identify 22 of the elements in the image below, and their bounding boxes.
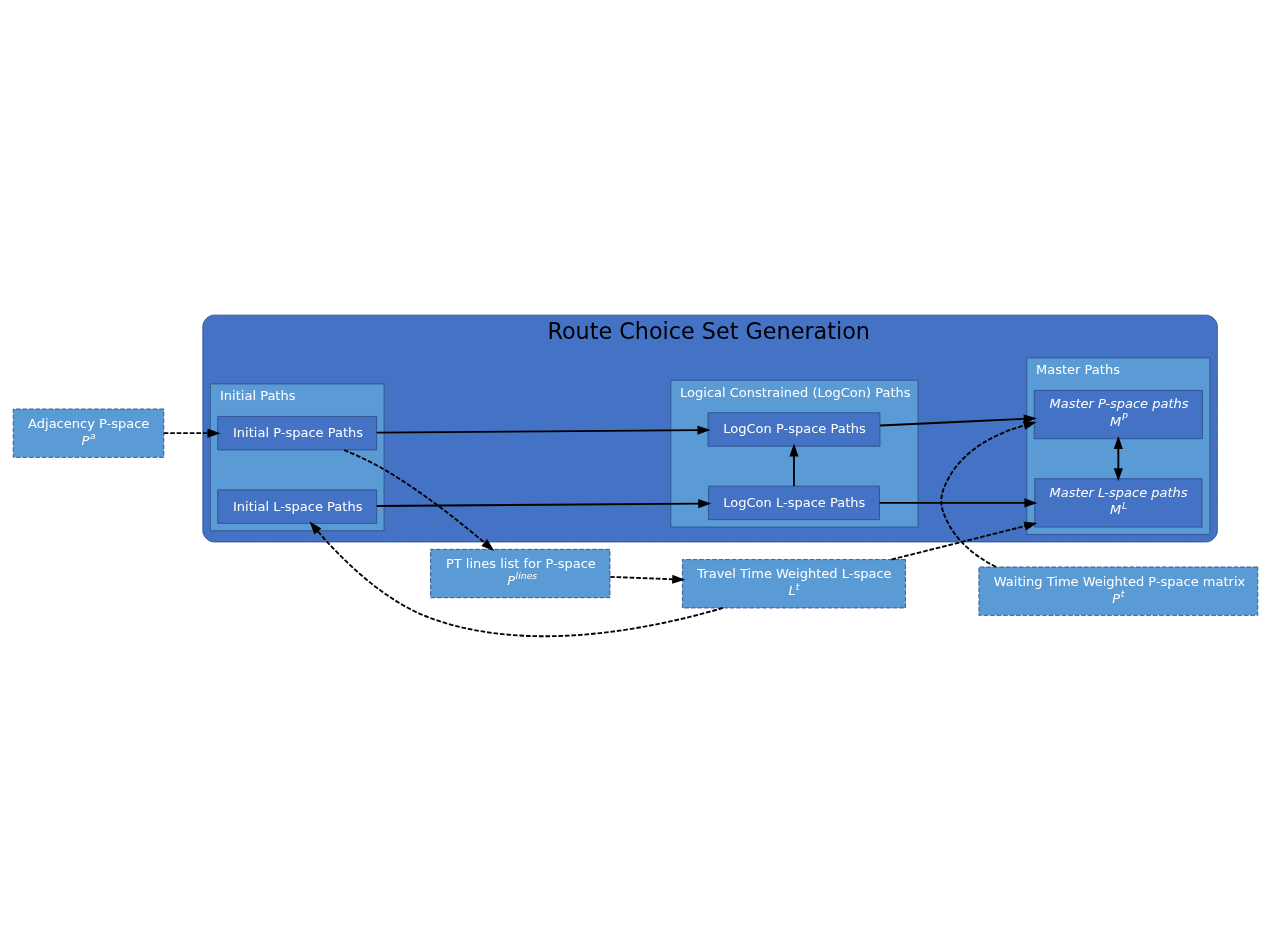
- arrow: [789, 442, 799, 487]
- arrow: [940, 420, 1037, 568]
- arrow: [890, 521, 1038, 560]
- arrow: [309, 520, 724, 637]
- arrow: [375, 498, 712, 508]
- node-box: Waiting Time Weighted P-space matrix P$^{t}$: [978, 566, 1259, 616]
- arrow: [162, 428, 221, 438]
- node-box: Master P-space paths M$^{P}$: [1033, 389, 1203, 439]
- node-box: Adjacency P-space P$^{a}$: [12, 408, 165, 458]
- arrow: [375, 425, 711, 435]
- node-box: LogCon P-space Paths: [707, 411, 881, 447]
- node-box: Initial L-space Paths: [217, 488, 378, 524]
- node-box: Initial P-space Paths: [217, 415, 378, 450]
- arrow: [609, 574, 686, 584]
- node-box: Master L-space paths M$^{L}$: [1034, 477, 1203, 528]
- arrow: [343, 448, 495, 551]
- arrow: [1113, 435, 1123, 481]
- node-box: LogCon L-space Paths: [708, 485, 880, 520]
- node-box: Travel Time Weighted L-space L$^{t}$: [681, 558, 906, 608]
- arrow: [878, 497, 1038, 507]
- arrow: [879, 413, 1037, 426]
- node-box: PT lines list for P-space P$^{lines}$: [430, 548, 611, 598]
